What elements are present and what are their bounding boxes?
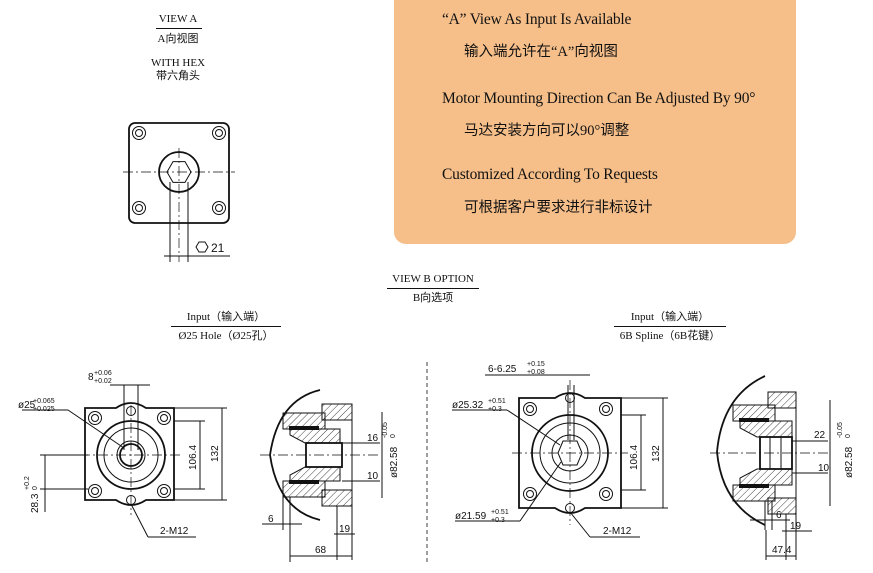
note-2-zh: 马达安装方向可以90°调整	[464, 123, 630, 139]
svg-text:+0.3: +0.3	[491, 517, 505, 524]
svg-text:ø82.58: ø82.58	[389, 446, 400, 478]
svg-text:+0.51: +0.51	[491, 509, 509, 516]
left-input-label: Input（输入端）	[186, 311, 266, 323]
view-a-drawing: 21	[123, 122, 235, 262]
svg-text:16: 16	[367, 433, 379, 444]
svg-text:ø25.32: ø25.32	[452, 400, 484, 411]
view-b-title: VIEW B OPTION	[392, 273, 474, 285]
bolt-hole	[135, 204, 143, 212]
right-input-rule	[614, 326, 726, 327]
note-1-zh: 输入端允许在“A”向视图	[464, 44, 618, 60]
svg-text:+0.08: +0.08	[527, 369, 545, 376]
bolt-hole	[215, 204, 223, 212]
svg-text:+0.51: +0.51	[488, 398, 506, 405]
svg-text:0: 0	[32, 486, 39, 490]
svg-text:6: 6	[776, 510, 782, 521]
left-input-rule	[171, 326, 281, 327]
hex-symbol-icon	[195, 241, 209, 253]
bolt-hole	[135, 129, 143, 137]
svg-text:10: 10	[367, 471, 379, 482]
svg-text:ø21.59: ø21.59	[455, 511, 487, 522]
note-3-zh: 可根据客户要求进行非标设计	[464, 200, 653, 216]
svg-text:2-M12: 2-M12	[603, 526, 632, 537]
svg-text:6: 6	[268, 514, 274, 525]
svg-text:19: 19	[339, 524, 351, 535]
svg-text:ø82.58: ø82.58	[844, 446, 855, 478]
svg-text:132: 132	[210, 445, 221, 462]
svg-text:68: 68	[315, 545, 327, 556]
svg-text:28.3: 28.3	[30, 493, 41, 513]
svg-text:+0.025: +0.025	[33, 406, 55, 413]
svg-text:106.4: 106.4	[188, 445, 199, 470]
svg-text:106.4: 106.4	[629, 445, 640, 470]
bolt-hole	[212, 126, 226, 140]
svg-text:22: 22	[814, 430, 826, 441]
svg-text:19: 19	[790, 521, 802, 532]
right-spec: 6B Spline（6B花键）	[619, 330, 721, 342]
svg-text:-0.05: -0.05	[382, 422, 389, 438]
bolt-hole	[132, 201, 146, 215]
left-spec: Ø25 Hole（Ø25孔）	[178, 330, 274, 342]
svg-text:2-M12: 2-M12	[160, 526, 189, 537]
svg-text:6-6.25: 6-6.25	[488, 364, 517, 375]
note-1-en: “A” View As Input Is Available	[442, 11, 632, 28]
right-section-view: 22 10 ø82.58 -0.05 0 6 19 47.4	[710, 375, 855, 560]
view-a-subtitle-zh: 带六角头	[156, 70, 200, 82]
svg-text:-0.05: -0.05	[837, 422, 844, 438]
left-front-view: 8 +0.06 +0.02 ø25 +0.065 +0.025 28.3 +0.…	[18, 370, 227, 538]
svg-text:+0.2: +0.2	[24, 476, 31, 490]
view-a-title-zh: A向视图	[157, 33, 199, 45]
svg-text:+0.15: +0.15	[527, 361, 545, 368]
svg-text:10: 10	[818, 463, 830, 474]
hex-size-label: 21	[211, 241, 225, 255]
bolt-hole	[132, 126, 146, 140]
bolt-hole	[212, 201, 226, 215]
svg-text:0: 0	[845, 434, 852, 438]
svg-text:0: 0	[390, 434, 397, 438]
view-a-subtitle: WITH HEX	[150, 57, 206, 69]
svg-text:+0.06: +0.06	[94, 370, 112, 377]
note-2-en: Motor Mounting Direction Can Be Adjusted…	[442, 90, 756, 107]
svg-text:ø25: ø25	[18, 400, 36, 411]
svg-text:132: 132	[651, 445, 662, 462]
right-front-view: 6-6.25 +0.15 +0.08 ø25.32 +0.51 +0.3 ø21…	[452, 361, 668, 538]
view-b-title-zh: B向选项	[412, 292, 454, 304]
svg-text:+0.02: +0.02	[94, 378, 112, 385]
view-a-title: VIEW A	[158, 13, 198, 25]
svg-text:47.4: 47.4	[772, 545, 792, 556]
right-input-label: Input（输入端）	[630, 311, 710, 323]
notes-panel: “A” View As Input Is Available 输入端允许在“A”…	[394, 0, 796, 244]
svg-text:+0.3: +0.3	[488, 406, 502, 413]
svg-text:8: 8	[88, 372, 94, 383]
left-section-view: 16 10 ø82.58 -0.05 0 6 19 68	[260, 389, 400, 562]
svg-text:+0.065: +0.065	[33, 398, 55, 405]
view-b-rule	[387, 288, 479, 289]
view-a-rule	[156, 28, 202, 29]
bolt-hole	[215, 129, 223, 137]
note-3-en: Customized According To Requests	[442, 166, 658, 183]
